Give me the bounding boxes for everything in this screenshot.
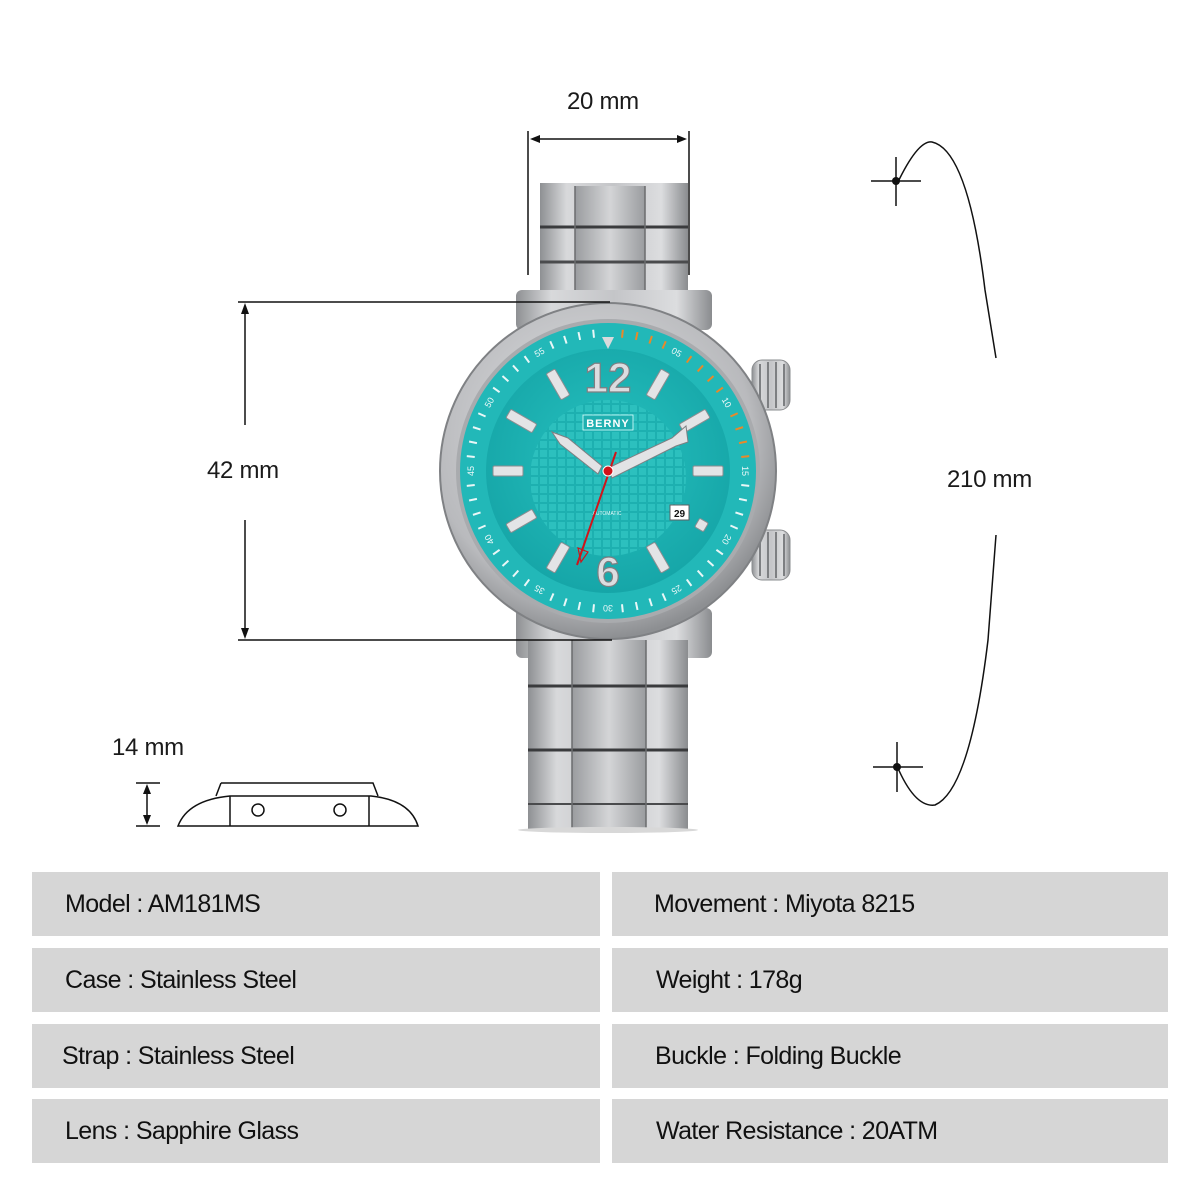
automatic-label: AUTOMATIC xyxy=(593,511,622,517)
spec-buckle: Buckle : Folding Buckle xyxy=(612,1024,1168,1088)
numeral-6: 6 xyxy=(596,548,619,595)
spec-weight-text: Weight : 178g xyxy=(656,965,803,994)
strap-length-label: 210 mm xyxy=(947,466,1032,493)
svg-text:55: 55 xyxy=(533,346,547,360)
spec-lens-text: Lens : Sapphire Glass xyxy=(65,1116,299,1145)
spec-case-text: Case : Stainless Steel xyxy=(65,965,297,994)
svg-text:05: 05 xyxy=(670,346,684,360)
svg-text:10: 10 xyxy=(720,396,734,410)
thickness-label: 14 mm xyxy=(112,734,184,761)
minute-hand xyxy=(607,425,689,479)
spec-case: Case : Stainless Steel xyxy=(32,948,600,1012)
spec-strap: Strap : Stainless Steel xyxy=(32,1024,600,1088)
svg-text:20: 20 xyxy=(720,533,734,547)
spec-model: Model : AM181MS xyxy=(32,872,600,936)
case-diameter-label: 42 mm xyxy=(207,457,279,484)
spec-water-resistance: Water Resistance : 20ATM xyxy=(612,1099,1168,1163)
spec-strap-text: Strap : Stainless Steel xyxy=(62,1041,295,1070)
case-diameter-arrow xyxy=(238,301,612,641)
spec-buckle-text: Buckle : Folding Buckle xyxy=(655,1041,902,1070)
bracelet-lower xyxy=(516,608,712,833)
spec-movement-text: Movement : Miyota 8215 xyxy=(654,889,915,918)
svg-text:45: 45 xyxy=(466,466,476,476)
thickness-profile xyxy=(136,782,420,827)
spec-model-text: Model : AM181MS xyxy=(65,889,261,918)
lug-width-label: 20 mm xyxy=(567,88,639,115)
svg-text:40: 40 xyxy=(483,533,497,547)
brand-logo: BERNY xyxy=(586,418,630,430)
hour-hand xyxy=(550,430,603,475)
svg-text:35: 35 xyxy=(533,583,547,597)
date-window: 29 xyxy=(674,509,686,520)
spec-movement: Movement : Miyota 8215 xyxy=(612,872,1168,936)
svg-text:15: 15 xyxy=(740,466,750,476)
svg-text:25: 25 xyxy=(670,583,684,597)
svg-text:30: 30 xyxy=(603,603,613,613)
spec-weight: Weight : 178g xyxy=(612,948,1168,1012)
numeral-12: 12 xyxy=(585,354,632,401)
spec-water-resistance-text: Water Resistance : 20ATM xyxy=(656,1116,938,1145)
watch-illustration: 05 10 15 20 25 30 35 40 45 50 55 12 6 BERNY AUTOMA… xyxy=(136,131,997,833)
svg-text:50: 50 xyxy=(483,396,497,410)
spec-lens: Lens : Sapphire Glass xyxy=(32,1099,600,1163)
lug-width-arrow xyxy=(527,131,690,275)
